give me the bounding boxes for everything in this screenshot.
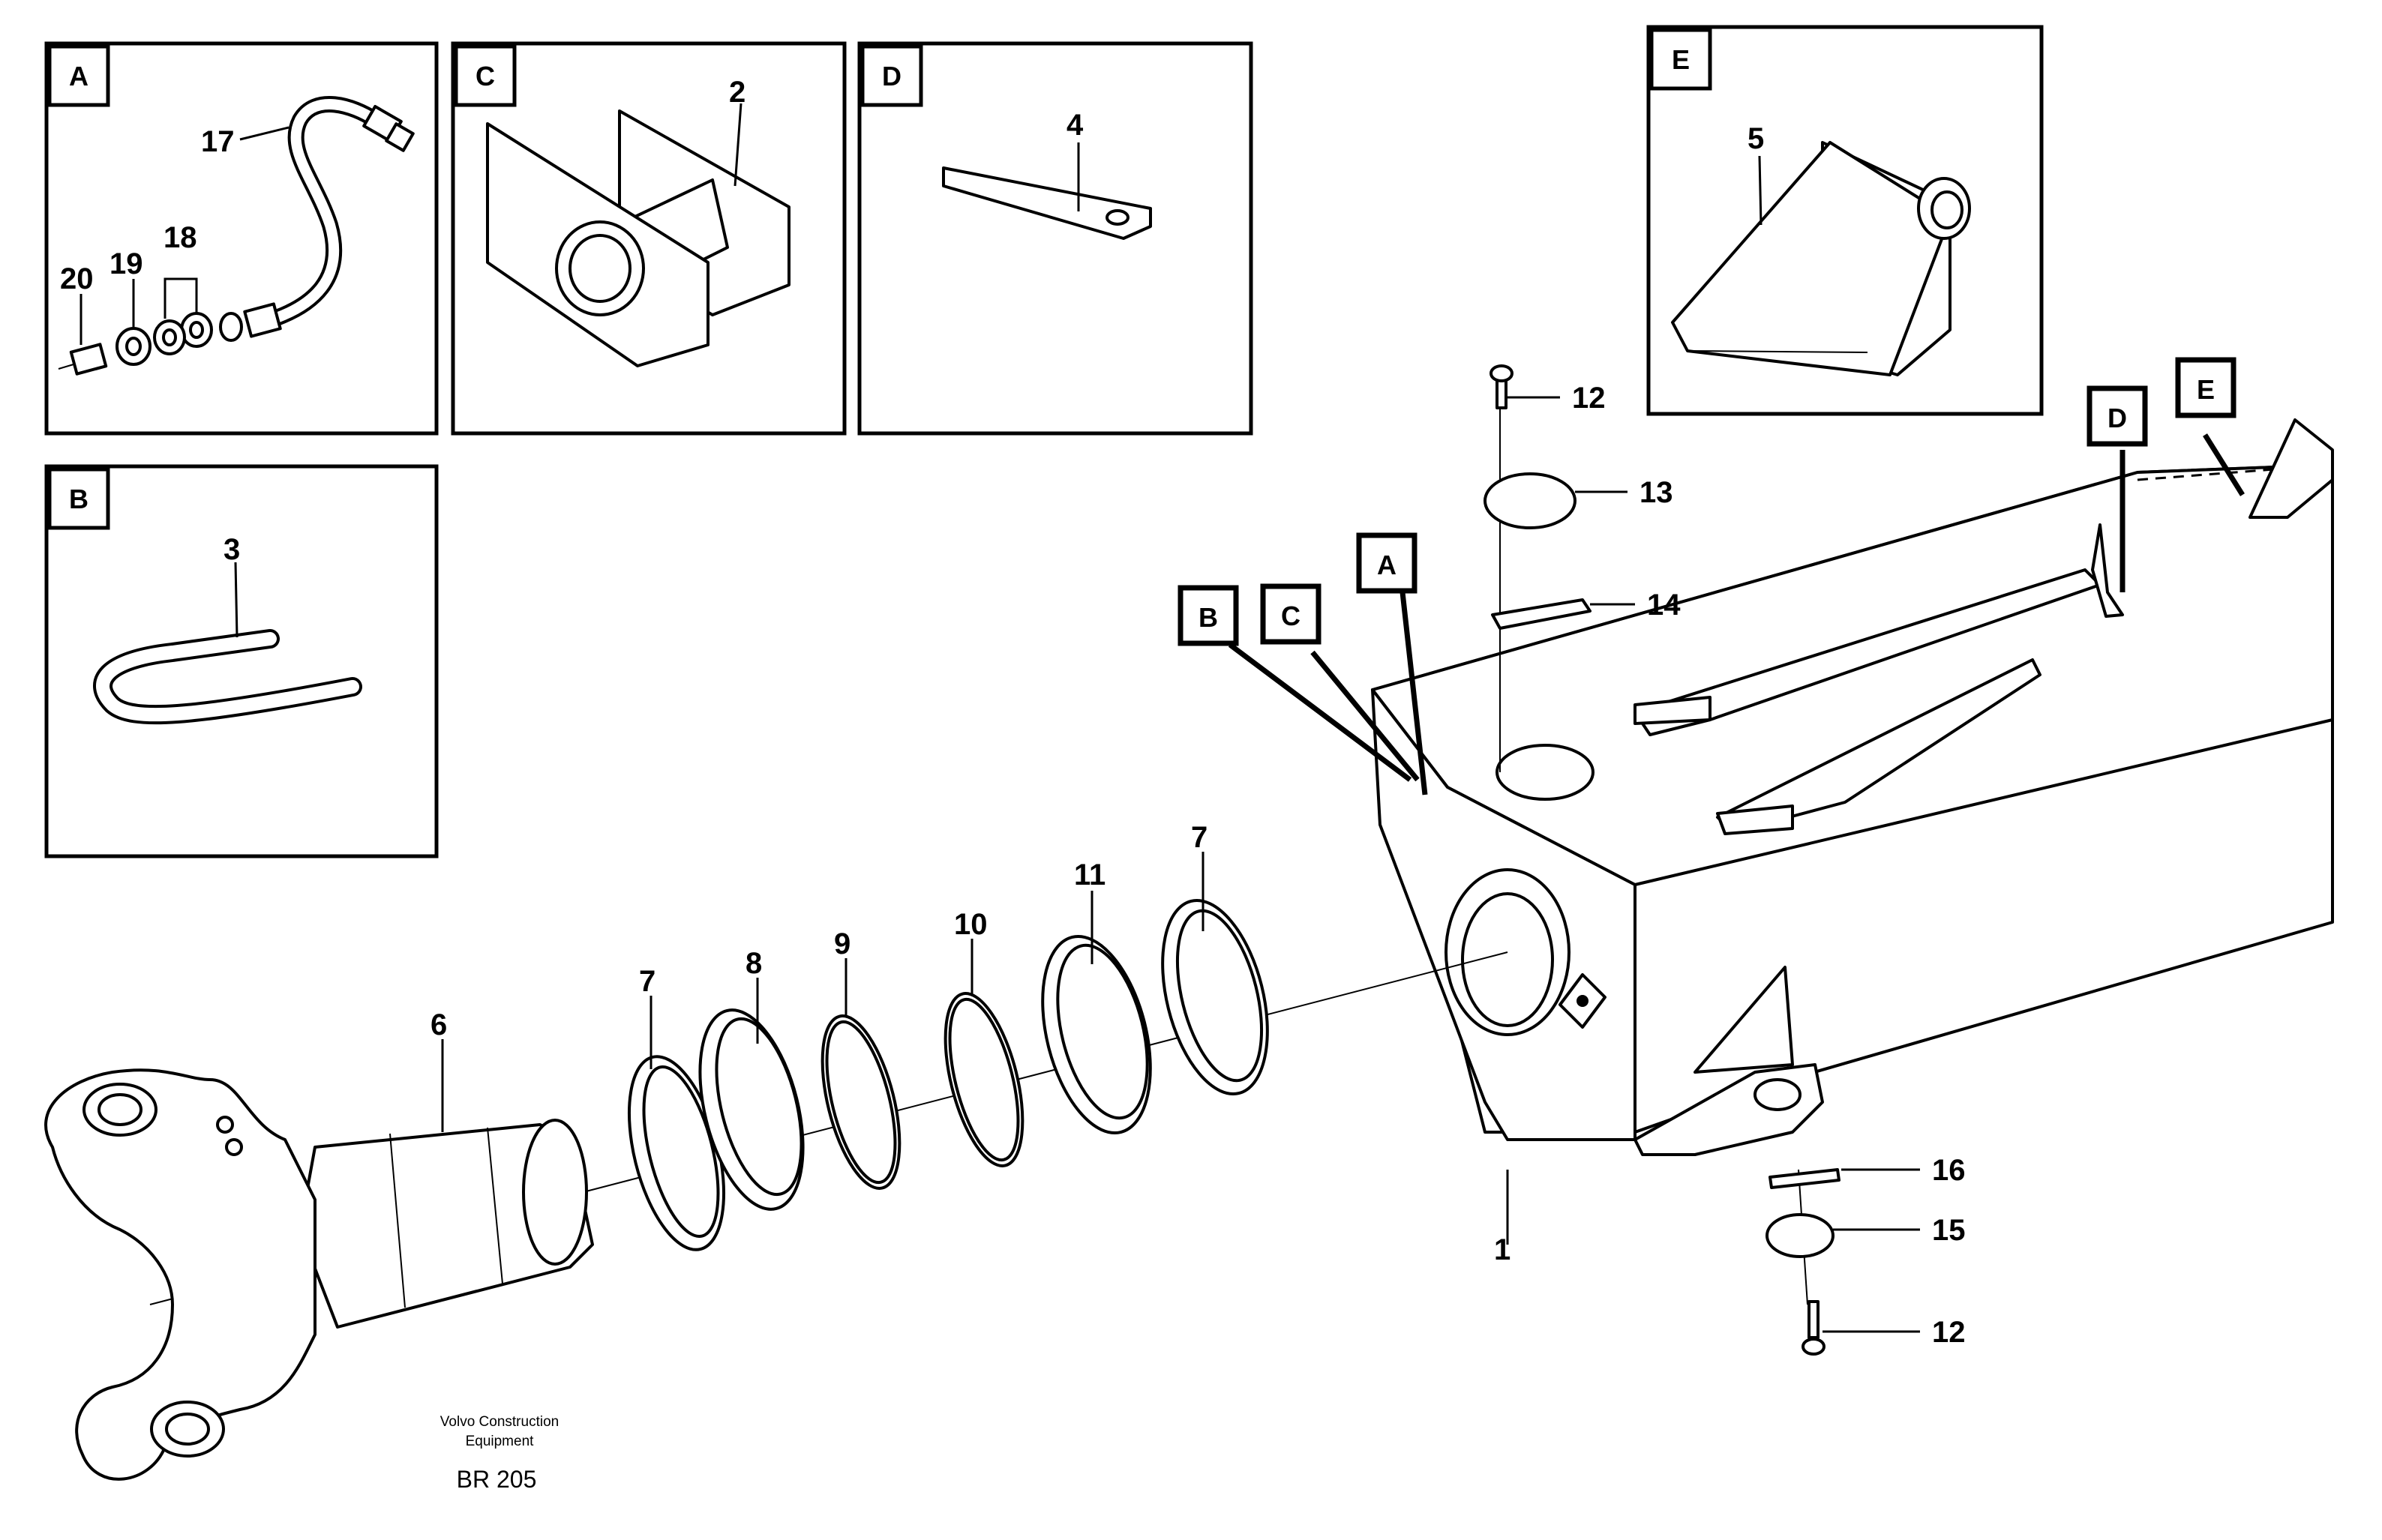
callout-18: 18 (164, 221, 197, 254)
callout-7-left: 7 (639, 965, 656, 998)
callout-7-right: 7 (1191, 821, 1208, 854)
axle-housing-assembly: 1 12 13 14 16 15 12 (1371, 364, 2334, 1356)
callout-16: 16 (1932, 1154, 1966, 1187)
exploded-shaft-parts: 6 7 8 9 10 11 7 (44, 821, 1508, 1481)
callout-11: 11 (1074, 858, 1106, 891)
inset-d-label: D (882, 61, 902, 91)
tag-d: D (2108, 403, 2127, 433)
callout-5: 5 (1748, 122, 1764, 155)
tag-a: A (1377, 550, 1396, 580)
callout-19: 19 (110, 247, 143, 280)
credit-line-1: Volvo Construction (440, 1414, 559, 1430)
callout-15: 15 (1932, 1214, 1966, 1247)
callout-20: 20 (60, 262, 94, 295)
callout-12-bottom: 12 (1932, 1316, 1966, 1349)
callout-10: 10 (954, 908, 988, 941)
callout-2: 2 (729, 76, 746, 109)
inset-b-label: B (69, 484, 88, 514)
tag-b: B (1198, 602, 1218, 633)
callout-9: 9 (834, 927, 850, 960)
credit-line-2: Equipment (466, 1434, 535, 1449)
inset-c-label: C (476, 61, 495, 91)
callout-17: 17 (201, 125, 235, 158)
callout-13: 13 (1640, 476, 1673, 509)
inset-c: C 2 (451, 41, 847, 436)
inset-e-label: E (1672, 44, 1690, 75)
tag-e: E (2197, 374, 2215, 405)
callout-1: 1 (1494, 1233, 1510, 1266)
inset-b: B 3 (44, 464, 439, 858)
inset-e: E 5 (1646, 25, 2044, 416)
inset-d: D 4 (857, 41, 1253, 436)
inset-a: A 17 18 19 20 (44, 41, 439, 436)
callout-4: 4 (1066, 109, 1084, 142)
inset-a-label: A (69, 61, 88, 91)
callout-12-top: 12 (1572, 382, 1606, 415)
tag-c: C (1281, 601, 1300, 631)
callout-14: 14 (1647, 589, 1681, 622)
callout-3: 3 (224, 533, 240, 566)
reference-tags: B C A D E (1178, 357, 2245, 795)
callout-8: 8 (746, 947, 762, 980)
callout-6: 6 (430, 1008, 447, 1041)
credit-block: Volvo Construction Equipment BR 205 (440, 1414, 559, 1493)
drawing-code: BR 205 (457, 1466, 537, 1493)
yoke-shaft: 6 (44, 1008, 594, 1481)
